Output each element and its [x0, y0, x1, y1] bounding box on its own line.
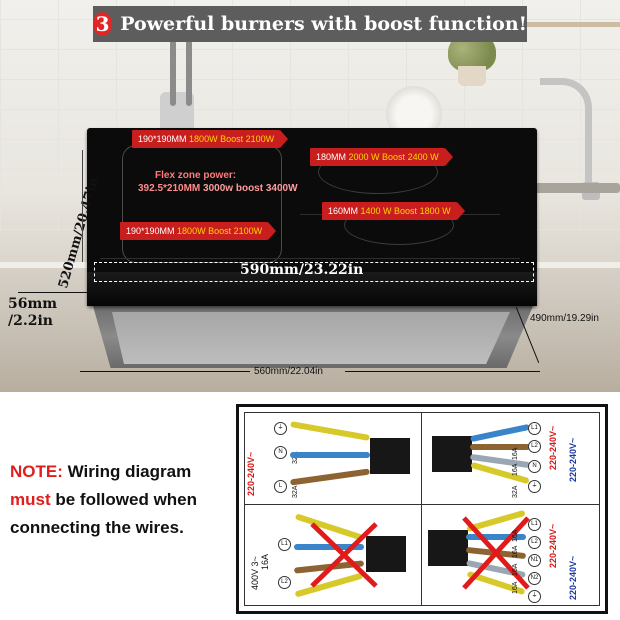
wire-neutral	[290, 452, 370, 458]
burner-size: 190*190MM	[126, 226, 175, 236]
wiring-diagram: 220-240V~ N L ⏚ 32A 32A L1 L2 N ⏚ 16A 16…	[222, 400, 615, 618]
note-label: NOTE:	[10, 462, 63, 481]
cutout-width-arrow-right	[345, 371, 540, 372]
wire-l2	[470, 444, 530, 450]
wire-l1	[294, 544, 364, 550]
kitchen-photo: 190*190MM 1800W Boost 2100W 180MM 2000 W…	[0, 0, 620, 392]
q4-terminal-n1: N1	[528, 554, 541, 567]
cooktop-edge	[87, 272, 537, 306]
q4-amp: 16A	[512, 581, 519, 594]
ground-icon: ⏚	[528, 590, 541, 603]
height-guide	[18, 292, 88, 293]
note-must: must	[10, 490, 51, 509]
q3-amp: 16A	[260, 553, 270, 570]
q1-terminal-n: N	[274, 446, 287, 459]
q2-terminal-l2: L2	[528, 440, 541, 453]
burner-power: 1800W Boost	[189, 134, 244, 144]
height-mm: 56mm	[8, 296, 58, 312]
burner-boost: 2100W	[233, 226, 263, 236]
cross-icon	[462, 516, 530, 590]
flex-zone-title: Flex zone power:	[155, 170, 237, 181]
cooktop-connector	[370, 438, 410, 474]
q2-voltage-outer: 220-240V~	[568, 437, 578, 482]
banner-title: Powerful burners with boost function!	[120, 13, 527, 35]
cutout-width-arrow-left	[80, 371, 250, 372]
q3-terminal-l2: L2	[278, 576, 291, 589]
burner-size: 190*190MM	[138, 134, 187, 144]
q2-terminal-l1: L1	[528, 422, 541, 435]
title-banner: 3 Powerful burners with boost function!	[93, 6, 527, 42]
q2-terminal-n: N	[528, 460, 541, 473]
note-line-3: connecting the wires.	[10, 518, 184, 537]
cutout-base-inner	[112, 312, 510, 364]
burner-label-bottom-left: 190*190MM 1800W Boost 2100W	[120, 222, 277, 240]
cutout-depth-dimension: 490mm/19.29in	[530, 313, 599, 324]
q2-amp: 32A	[512, 485, 519, 498]
burner-count-badge: 3	[93, 12, 113, 36]
q4-voltage-inner: 220-240V~	[548, 523, 558, 568]
q1-terminal-l: L	[274, 480, 287, 493]
flex-zone-size: 392.5*210MM	[138, 183, 201, 194]
ground-icon: ⏚	[528, 480, 541, 493]
q4-voltage-outer: 220-240V~	[568, 555, 578, 600]
faucet-decor	[540, 78, 592, 188]
burner-size: 160MM	[328, 206, 359, 216]
q2-amp: 16A	[512, 447, 519, 460]
note-text: Wiring diagram	[62, 462, 192, 481]
flex-zone-value: 392.5*210MM 3000w boost 3400W	[138, 183, 298, 194]
q4-terminal-l1: L1	[528, 518, 541, 531]
utensil-decor	[186, 40, 192, 106]
flex-zone-outline	[122, 145, 282, 263]
q1-amp: 32A	[292, 485, 299, 498]
burner-power: 1400 W Boost 1800 W	[360, 206, 451, 216]
q4-terminal-n2: N2	[528, 572, 541, 585]
flex-zone-power: 3000w boost 3400W	[203, 183, 298, 194]
cooktop-connector	[428, 530, 468, 566]
q4-amp: 16A	[512, 529, 519, 542]
burner-label-mid-right: 160MM 1400 W Boost 1800 W	[322, 202, 465, 220]
burner-power: 2000 W Boost 2400 W	[348, 152, 439, 162]
wiring-note: NOTE: Wiring diagram must be followed wh…	[10, 458, 220, 542]
q3-terminal-l1: L1	[278, 538, 291, 551]
burner-label-top-left: 190*190MM 1800W Boost 2100W	[132, 130, 289, 148]
q2-voltage-inner: 220-240V~	[548, 425, 558, 470]
note-line-1: NOTE: Wiring diagram	[10, 458, 220, 486]
burner-size: 180MM	[316, 152, 347, 162]
diagram-divider	[244, 504, 600, 505]
q1-voltage: 220-240V~	[246, 451, 256, 496]
cooktop-connector	[366, 536, 406, 572]
sink-decor	[500, 183, 620, 193]
q3-voltage: 400V 3~	[250, 556, 260, 590]
note-line-2: must be followed when	[10, 486, 220, 514]
height-dimension: 56mm /2.2in	[8, 296, 57, 330]
q4-terminal-l2: L2	[528, 536, 541, 549]
note-text: be followed when	[50, 490, 198, 509]
panel-line	[100, 258, 520, 259]
burner-power: 1800W Boost	[177, 226, 232, 236]
cutout-width-dimension: 560mm/22.04in	[254, 366, 323, 377]
plant-pot	[458, 66, 486, 86]
depth-arrow	[82, 150, 83, 262]
cross-icon	[310, 522, 378, 588]
diagram-divider	[421, 412, 422, 606]
burner-boost: 2100W	[245, 134, 275, 144]
ground-icon: ⏚	[274, 422, 287, 435]
q2-amp: 16A	[512, 463, 519, 476]
utensil-decor	[170, 40, 176, 106]
diagram-inner-frame	[244, 412, 600, 606]
diagram-frame	[236, 404, 608, 614]
q4-amp: 16A	[512, 545, 519, 558]
width-dimension-box	[94, 262, 534, 282]
height-in: /2.2in	[8, 313, 53, 329]
wire-l1	[466, 534, 526, 540]
width-dimension: 590mm/23.22in	[240, 262, 364, 278]
q4-amp: 16A	[512, 563, 519, 576]
burner-label-top-right: 180MM 2000 W Boost 2400 W	[310, 148, 453, 166]
cooktop-connector	[432, 436, 472, 472]
